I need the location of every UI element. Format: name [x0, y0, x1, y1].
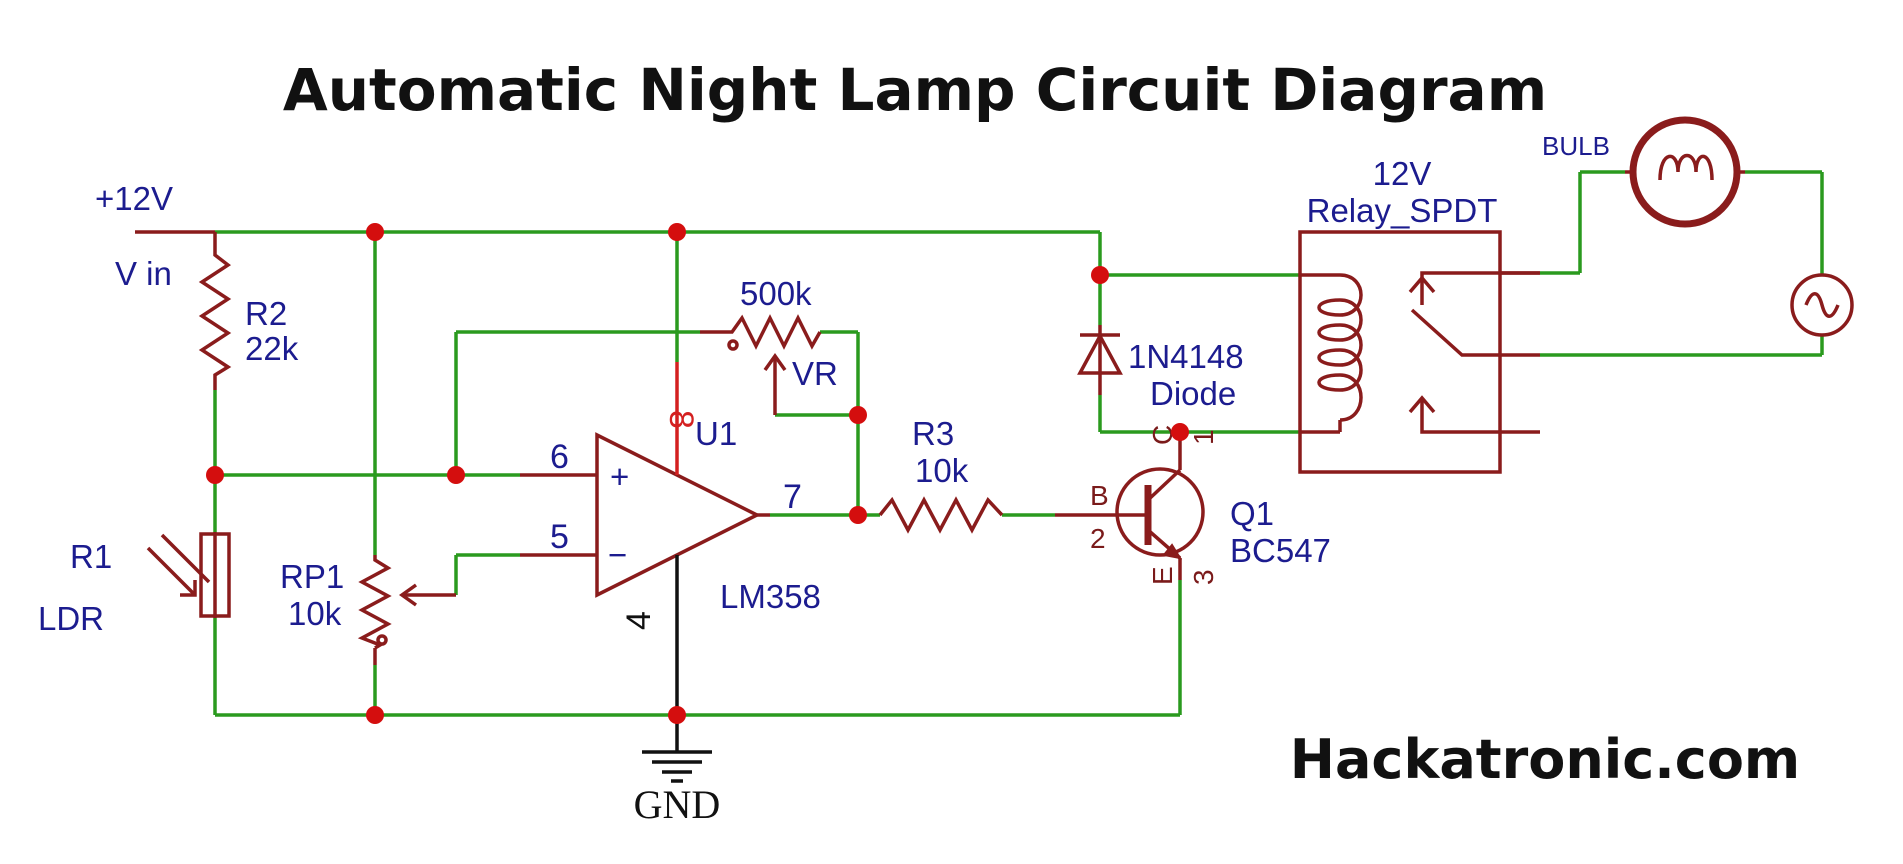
relay-name: Relay_SPDT [1307, 192, 1498, 229]
junction-node [849, 406, 867, 424]
wires [213, 170, 1824, 717]
junction-node [1171, 423, 1189, 441]
watermark: Hackatronic.com [1290, 728, 1800, 791]
r1-type: LDR [38, 600, 104, 637]
u1-name: U1 [695, 415, 737, 452]
collector-number: 1 [1188, 429, 1219, 445]
collector-letter: C [1147, 425, 1178, 445]
junction-nodes [206, 223, 1189, 724]
junction-node [668, 223, 686, 241]
plus-sign: + [610, 458, 629, 495]
rp1-name: RP1 [280, 558, 344, 595]
u1-part: LM358 [720, 578, 821, 615]
r3-name: R3 [912, 415, 954, 452]
ac-source-icon [1790, 273, 1854, 337]
pin-5: 5 [550, 518, 569, 556]
vr-value: 500k [740, 275, 812, 312]
diagram-title: Automatic Night Lamp Circuit Diagram [283, 56, 1547, 124]
gnd-label: GND [634, 782, 721, 827]
junction-node [1091, 266, 1109, 284]
resistor-r2: R2 22k [198, 232, 299, 390]
r2-name: R2 [245, 295, 287, 332]
base-number: 2 [1090, 523, 1106, 554]
junction-node [366, 223, 384, 241]
vr-name: VR [792, 355, 838, 392]
diode: 1N4148 Diode [1077, 325, 1244, 412]
opamp-u1: + − 8 4 6 5 7 U1 LM358 [520, 362, 821, 715]
pin-6: 6 [550, 438, 569, 476]
light-arrows-icon [146, 533, 211, 597]
pin-7: 7 [783, 478, 802, 516]
diode-part: 1N4148 [1128, 338, 1244, 375]
junction-node [849, 506, 867, 524]
relay-voltage: 12V [1373, 155, 1432, 192]
relay: 12V Relay_SPDT [1298, 155, 1540, 474]
ground-icon: GND [634, 715, 721, 827]
potentiometer-rp1: RP1 10k [280, 555, 456, 665]
pin-8: 8 [662, 410, 700, 429]
ldr-r1: R1 LDR [38, 532, 231, 637]
junction-node [366, 706, 384, 724]
q1-name: Q1 [1230, 495, 1274, 532]
base-letter: B [1090, 480, 1109, 511]
junction-node [668, 706, 686, 724]
emitter-number: 3 [1188, 569, 1219, 585]
supply-label: +12V [95, 180, 173, 217]
r2-value: 22k [245, 330, 299, 367]
rp1-value: 10k [288, 595, 342, 632]
r3-value: 10k [915, 452, 969, 489]
bulb-label: BULB [1542, 131, 1610, 161]
transistor-q1: B 2 C 1 E 3 Q1 BC547 [1055, 425, 1331, 585]
diode-name: Diode [1150, 375, 1236, 412]
minus-sign: − [608, 536, 627, 573]
vin-label: V in [115, 255, 172, 292]
q1-part: BC547 [1230, 532, 1331, 569]
junction-node [447, 466, 465, 484]
resistor-r3: R3 10k [878, 415, 1004, 534]
emitter-letter: E [1147, 566, 1178, 585]
supply-input: +12V V in [95, 180, 215, 292]
r1-name: R1 [70, 538, 112, 575]
variable-resistor-vr: 500k VR [700, 275, 838, 415]
lamp-icon: BULB [1542, 116, 1745, 228]
junction-node [206, 466, 224, 484]
pin-4: 4 [620, 611, 658, 630]
